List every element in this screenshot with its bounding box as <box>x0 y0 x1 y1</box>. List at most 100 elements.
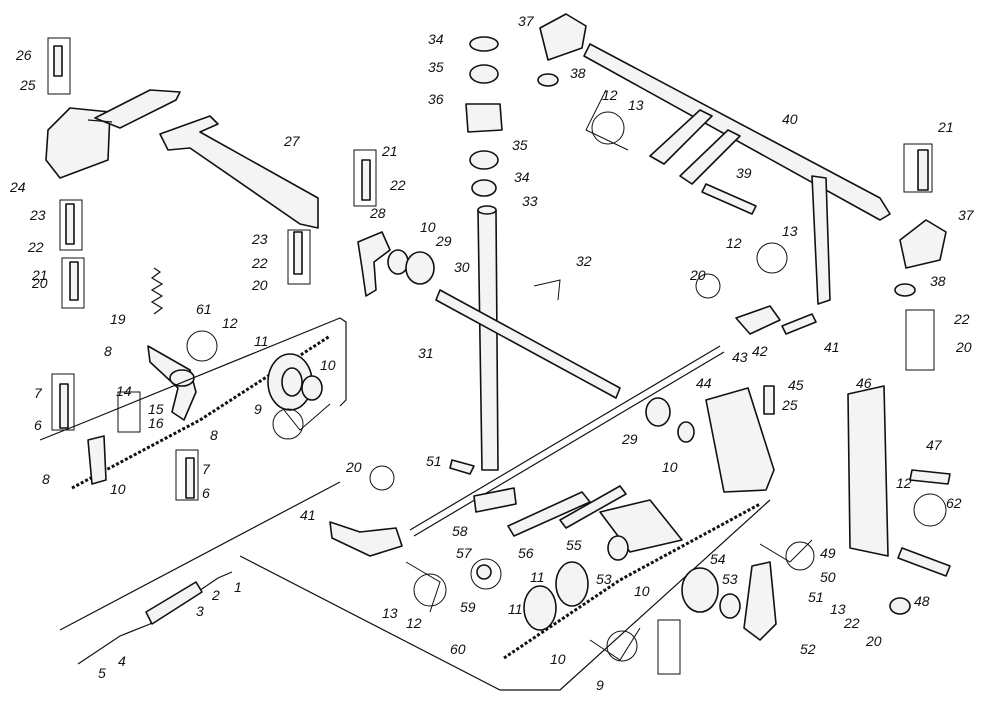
callout-6-right: 6 <box>202 485 210 501</box>
callout-13-b: 13 <box>782 223 798 239</box>
callout-30: 30 <box>454 259 470 275</box>
callout-40: 40 <box>782 111 798 127</box>
callout-7-right: 7 <box>202 461 211 477</box>
callout-8-a: 8 <box>104 343 112 359</box>
callout-20-b: 20 <box>251 277 268 293</box>
callout-20-d: 20 <box>345 459 362 475</box>
callout-2: 2 <box>211 587 220 603</box>
pin-48 <box>897 547 951 577</box>
callout-11-b: 11 <box>530 569 545 585</box>
callout-5: 5 <box>98 665 106 681</box>
callout-20-c: 20 <box>689 267 706 283</box>
callout-21-b: 21 <box>381 143 398 159</box>
sleeve-54 <box>681 567 719 613</box>
clevis-42 <box>735 305 781 335</box>
callout-48: 48 <box>914 593 930 609</box>
shaft-40 <box>583 43 891 221</box>
callout-58: 58 <box>452 523 468 539</box>
callout-22-d: 22 <box>953 311 970 327</box>
callout-39: 39 <box>736 165 752 181</box>
panel-46 <box>847 385 889 557</box>
cable-assembly <box>77 571 233 665</box>
callout-27: 27 <box>283 133 301 149</box>
callout-29-b: 29 <box>621 431 638 447</box>
callout-10-d: 10 <box>662 459 678 475</box>
lever-arm-40 <box>811 175 831 305</box>
callout-61: 61 <box>196 301 212 317</box>
nut-35 <box>469 150 499 170</box>
pin-47 <box>909 469 951 485</box>
callout-10-f: 10 <box>550 651 566 667</box>
callout-21-a: 21 <box>31 267 48 283</box>
callout-9-left: 9 <box>254 401 262 417</box>
bushing-29 <box>405 251 435 285</box>
callout-38-b: 38 <box>930 273 946 289</box>
callout-36: 36 <box>428 91 444 107</box>
callout-10-a: 10 <box>110 481 126 497</box>
support-37-right <box>899 219 947 269</box>
callout-12-b: 12 <box>602 87 618 103</box>
callout-13-c: 13 <box>382 605 398 621</box>
callout-62: 62 <box>946 495 962 511</box>
callout-13-a: 13 <box>628 97 644 113</box>
callout-41-b: 41 <box>300 507 316 523</box>
callout-60: 60 <box>450 641 466 657</box>
callout-15: 15 <box>148 401 164 417</box>
callout-42: 42 <box>752 343 768 359</box>
callout-32: 32 <box>576 253 592 269</box>
clevis-41 <box>329 521 403 557</box>
callout-28: 28 <box>369 205 386 221</box>
rod-43 <box>409 345 721 531</box>
callout-46: 46 <box>856 375 872 391</box>
bracket-24 <box>45 107 111 179</box>
callout-41-a: 41 <box>824 339 840 355</box>
turnbuckle-3 <box>145 581 203 625</box>
callout-35-a: 35 <box>428 59 444 75</box>
part-drawings <box>39 13 951 691</box>
callout-6-left: 6 <box>34 417 42 433</box>
callout-12-c: 12 <box>726 235 742 251</box>
callout-38-a: 38 <box>570 65 586 81</box>
callout-24: 24 <box>9 179 26 195</box>
callout-43: 43 <box>732 349 748 365</box>
callout-49: 49 <box>820 545 836 561</box>
callout-23-a: 23 <box>29 207 46 223</box>
callout-50: 50 <box>820 569 836 585</box>
callout-tags <box>47 37 947 675</box>
callout-34-a: 34 <box>428 31 444 47</box>
callout-56: 56 <box>518 545 534 561</box>
spring-19 <box>150 267 164 315</box>
bracket-44 <box>705 387 775 493</box>
callout-22-e: 22 <box>843 615 860 631</box>
housing-36 <box>465 103 503 133</box>
callout-26: 26 <box>15 47 32 63</box>
callout-57: 57 <box>456 545 473 561</box>
callout-29-a: 29 <box>435 233 452 249</box>
callout-59: 59 <box>460 599 476 615</box>
callout-12-d: 12 <box>406 615 422 631</box>
rocker-28 <box>357 231 391 297</box>
callout-51-a: 51 <box>426 453 442 469</box>
callout-23-b: 23 <box>251 231 268 247</box>
callout-10-b: 10 <box>320 357 336 373</box>
callout-53-b: 53 <box>722 571 738 587</box>
callout-35-b: 35 <box>512 137 528 153</box>
chain-10-bottom <box>503 502 761 660</box>
callout-14: 14 <box>116 383 132 399</box>
callout-10-c: 10 <box>420 219 436 235</box>
callout-8-b: 8 <box>210 427 218 443</box>
shaft-30 <box>435 289 621 399</box>
callout-8-c: 8 <box>42 471 50 487</box>
crank-52 <box>743 561 777 641</box>
callout-20-e: 20 <box>955 339 972 355</box>
callout-22-a: 22 <box>27 239 44 255</box>
callout-53-a: 53 <box>596 571 612 587</box>
washer-34 <box>471 179 497 197</box>
callout-51-b: 51 <box>808 589 824 605</box>
callout-25-a: 25 <box>19 77 36 93</box>
pin-39 <box>701 183 757 215</box>
callout-22-c: 22 <box>251 255 268 271</box>
shaft-33 <box>477 209 499 471</box>
callout-16: 16 <box>148 415 164 431</box>
